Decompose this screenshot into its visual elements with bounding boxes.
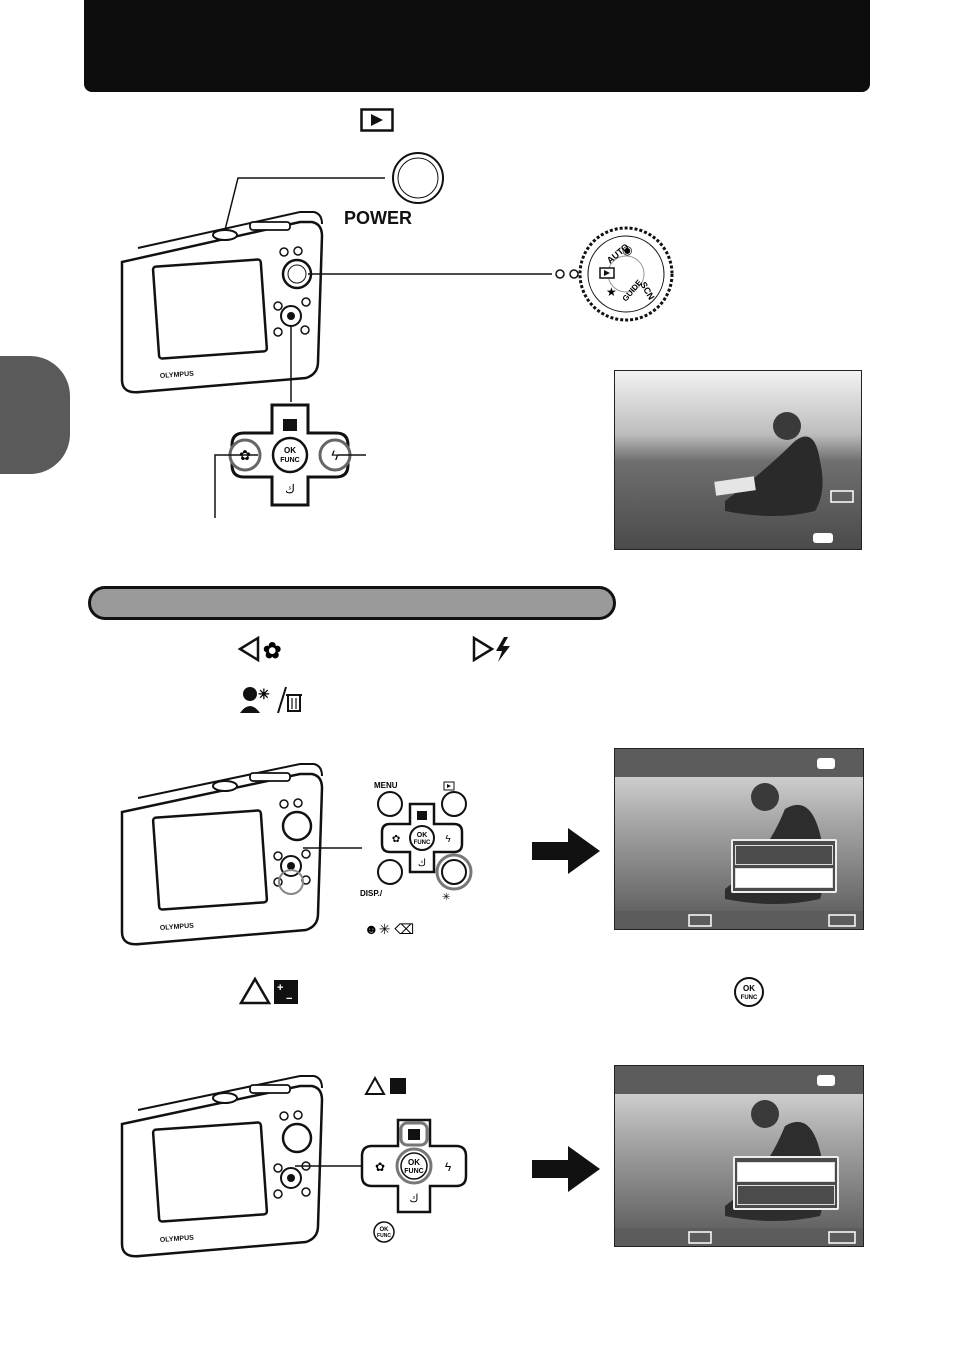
brand-logo: OLYMPUS: [160, 371, 195, 380]
arrow-right-bottom: [532, 1146, 600, 1192]
svg-text:FUNC: FUNC: [404, 1168, 423, 1175]
svg-text:ك: ك: [409, 1193, 418, 1205]
svg-text:−: −: [286, 993, 292, 1005]
shadow-adjust-erase-icon: ✳: [238, 683, 306, 715]
menu-label: MENU: [374, 781, 398, 790]
camera-illustration-middle: OLYMPUS OK FUNC ✿ ϟ ك MENU DISP./ ✳ ☻✳ ⌫: [120, 763, 473, 946]
svg-text:FUNC: FUNC: [414, 840, 431, 846]
up-arrow-exposure-icon: + −: [238, 976, 300, 1006]
menu-option-2[interactable]: [737, 1185, 835, 1205]
svg-text:☻✳ ⌫: ☻✳ ⌫: [364, 921, 414, 937]
sample-photo-top: [614, 370, 862, 550]
camera-illustration-top: OLYMPUS OK FUNC ك ✿ ϟ: [120, 152, 552, 518]
menu-option-1[interactable]: [735, 845, 833, 865]
mode-dial-illustration: AUTO SCN GUIDE ★ ◉: [555, 226, 674, 322]
svg-text:✿: ✿: [263, 638, 281, 663]
svg-text:OLYMPUS: OLYMPUS: [160, 1235, 195, 1244]
screen-preview-bottom: [614, 1065, 864, 1247]
chapter-tab: [0, 356, 70, 474]
camera-illustration-bottom: OLYMPUS OK FUNC ✿ ϟ ك OK FUNC: [120, 1075, 468, 1258]
svg-text:ك: ك: [418, 858, 426, 869]
playback-button-icon: [360, 108, 394, 132]
svg-text:ك: ك: [285, 482, 295, 496]
svg-text:✿: ✿: [375, 1160, 385, 1174]
title-bar: [84, 0, 870, 92]
svg-text:FUNC: FUNC: [741, 995, 758, 1001]
section-heading-bar: [88, 586, 616, 620]
ok-func-button-icon: OK FUNC: [733, 976, 765, 1008]
screen-preview-middle: [614, 748, 864, 930]
left-arrow-macro-icon: ✿: [236, 635, 292, 663]
power-label: POWER: [344, 208, 413, 228]
svg-text:OK: OK: [380, 1227, 390, 1233]
svg-text:ϟ: ϟ: [445, 834, 451, 845]
svg-text:✳: ✳: [442, 892, 450, 903]
svg-text:OLYMPUS: OLYMPUS: [160, 923, 195, 932]
menu-option-2-selected[interactable]: [735, 868, 833, 888]
menu-option-1-selected[interactable]: [737, 1162, 835, 1182]
menu-popup-middle: [731, 839, 837, 893]
svg-text:OK: OK: [408, 1158, 420, 1167]
svg-text:FUNC: FUNC: [377, 1233, 391, 1239]
svg-text:OK: OK: [743, 984, 755, 993]
svg-text:OK: OK: [284, 446, 296, 455]
svg-text:◉: ◉: [622, 243, 632, 257]
arrow-right-middle: [532, 828, 600, 874]
svg-text:ϟ: ϟ: [331, 447, 339, 463]
svg-text:✳: ✳: [258, 686, 270, 702]
svg-text:OK: OK: [417, 832, 428, 839]
menu-popup-bottom: [733, 1156, 839, 1210]
svg-text:✿: ✿: [392, 834, 400, 845]
svg-text:ϟ: ϟ: [445, 1160, 452, 1174]
svg-text:FUNC: FUNC: [280, 457, 299, 464]
disp-label: DISP./: [360, 889, 383, 898]
svg-text:★: ★: [606, 285, 617, 299]
right-arrow-flash-icon: [470, 635, 516, 663]
svg-text:+: +: [277, 982, 283, 994]
